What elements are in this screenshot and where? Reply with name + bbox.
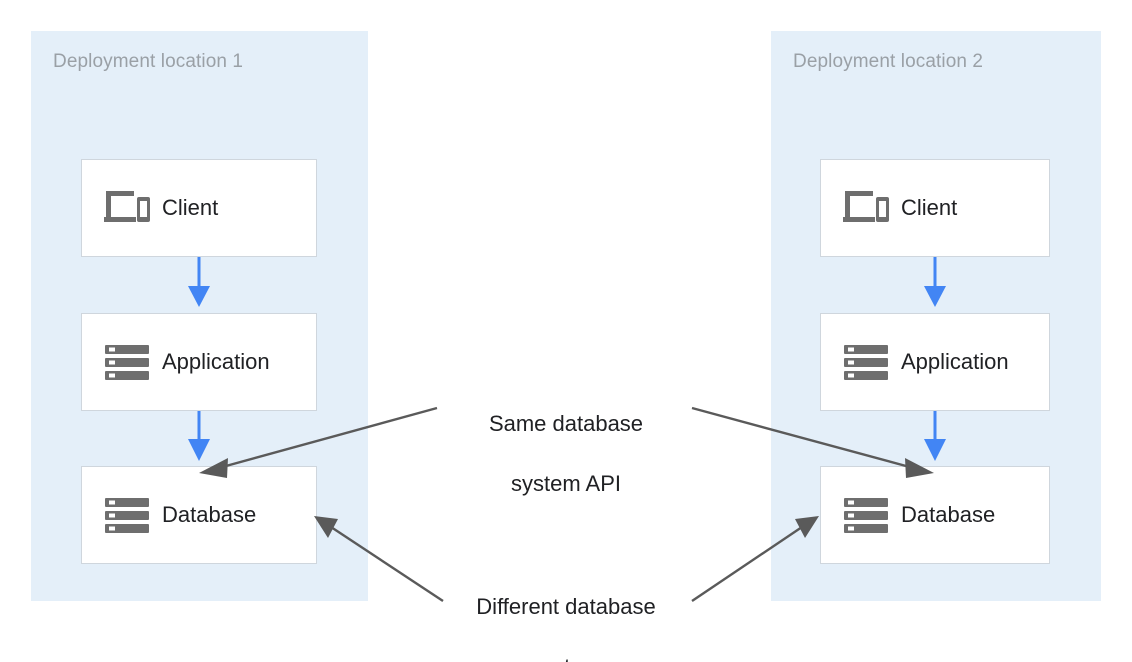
annotation-different-database-system: Different database system [416, 562, 716, 662]
node-database-1-label: Database [162, 502, 257, 527]
node-client-2[interactable]: Client [820, 159, 1050, 257]
annotation-different-system-line-1: Different database [476, 594, 656, 619]
server-icon [100, 338, 154, 386]
node-client-2-label: Client [901, 195, 958, 220]
node-database-1[interactable]: Database [81, 466, 317, 564]
server-icon [839, 338, 893, 386]
annotation-different-system-line-2: system [416, 652, 716, 662]
devices-icon [100, 184, 154, 232]
node-application-2-label: Application [901, 349, 1009, 374]
node-database-2[interactable]: Database [820, 466, 1050, 564]
database-icon [100, 491, 154, 539]
node-database-2-label: Database [901, 502, 996, 527]
node-application-2[interactable]: Application [820, 313, 1050, 411]
node-application-1[interactable]: Application [81, 313, 317, 411]
database-icon [839, 491, 893, 539]
deployment-location-2-title: Deployment location 2 [793, 51, 984, 72]
node-client-1-label: Client [162, 195, 219, 220]
annotation-same-api-line-1: Same database [488, 411, 644, 436]
devices-icon [839, 184, 893, 232]
node-application-1-label: Application [162, 349, 270, 374]
deployment-location-1-title: Deployment location 1 [53, 51, 244, 72]
annotation-same-api-line-2: system API [510, 471, 622, 496]
annotation-same-database-system-api: Same database system API [416, 379, 716, 529]
node-client-1[interactable]: Client [81, 159, 317, 257]
